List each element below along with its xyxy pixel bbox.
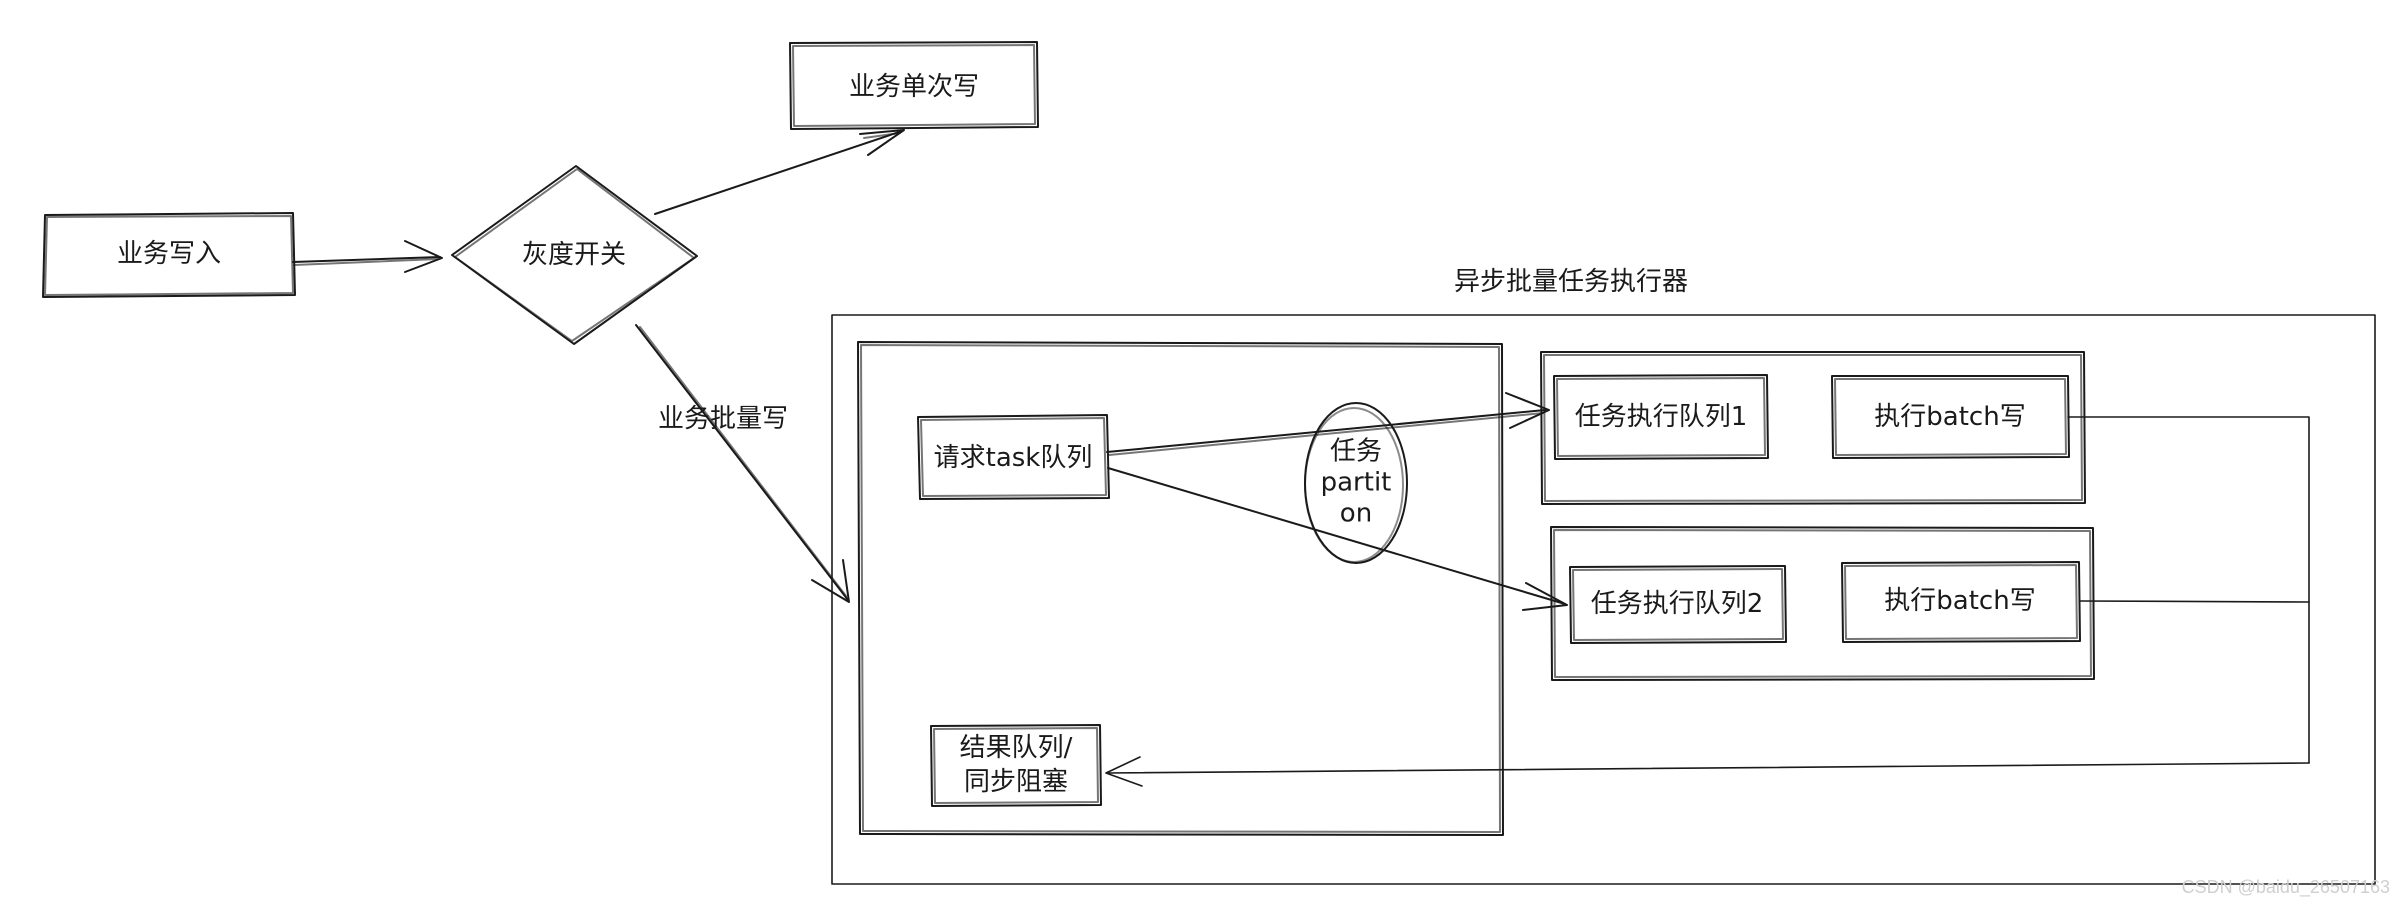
biz-write-label: 业务写入 [116, 239, 222, 269]
biz-single-write-box [789, 41, 1039, 130]
queue2-frame [1550, 526, 2095, 681]
result-queue-box [930, 724, 1102, 807]
partition-ellipse [1304, 402, 1408, 564]
partition-line-2: partit [1320, 467, 1392, 498]
executor-frame [831, 314, 2376, 885]
result-queue-line-1: 结果队列/ [959, 733, 1073, 763]
arrow-switch-to-single [654, 129, 905, 215]
biz-single-write-label: 业务单次写 [848, 72, 980, 102]
batch1-label: 执行batch写 [1874, 402, 2026, 432]
arrow-req-to-queue1 [1106, 392, 1550, 456]
req-queue-label: 请求task队列 [933, 443, 1093, 473]
queue2-label: 任务执行队列2 [1590, 589, 1764, 619]
executor-title: 异步批量任务执行器 [1453, 267, 1689, 297]
queue1-frame [1540, 351, 2086, 505]
batch2-box [1841, 561, 2081, 643]
batch1-box [1831, 375, 2070, 459]
gray-switch-label: 灰度开关 [521, 240, 627, 270]
partition-line-1: 任务 [1329, 436, 1382, 467]
gray-switch-diamond [451, 165, 698, 345]
result-queue-line-2: 同步阻塞 [963, 767, 1069, 797]
inner-request-frame [857, 341, 1504, 836]
result-queue-label: 结果队列/ 同步阻塞 [960, 731, 1073, 799]
partition-label: 任务 partit on [1321, 437, 1392, 530]
arrow-switch-to-executor [635, 324, 850, 603]
batch2-label: 执行batch写 [1884, 586, 2036, 616]
biz-write-box [42, 212, 296, 298]
batch-write-edge-label: 业务批量写 [657, 404, 789, 434]
queue1-label: 任务执行队列1 [1574, 402, 1748, 432]
req-queue-box [917, 414, 1110, 500]
watermark: CSDN @baidu_26507163 [2181, 877, 2390, 897]
arrow-write-to-switch [292, 240, 443, 273]
queue1-box [1553, 374, 1769, 460]
queue2-box [1569, 565, 1787, 644]
return-line [1105, 416, 2310, 787]
partition-line-3: on [1339, 498, 1373, 529]
arrow-req-to-queue2 [1107, 467, 1568, 611]
